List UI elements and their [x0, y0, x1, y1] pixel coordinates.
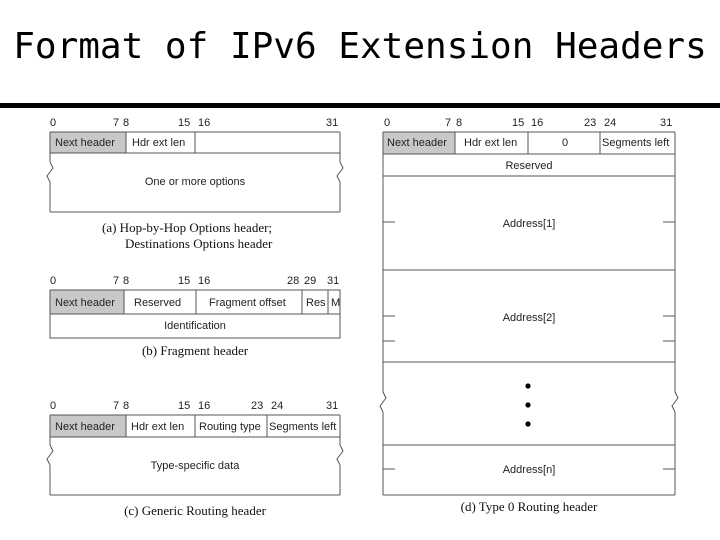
bit-label: 15 — [178, 117, 190, 129]
options-label: One or more options — [145, 176, 246, 188]
bit-label: 16 — [531, 117, 543, 129]
caption-d: (d) Type 0 Routing header — [461, 499, 598, 514]
caption-c: (c) Generic Routing header — [124, 503, 267, 518]
bit-label: 0 — [50, 117, 56, 129]
page-title: Format of IPv6 Extension Headers — [13, 26, 707, 67]
bit-label: 31 — [660, 117, 672, 129]
bit-label: 0 — [50, 275, 56, 287]
identification-label: Identification — [164, 320, 226, 332]
bit-label: 23 — [251, 400, 263, 412]
bit-label: 0 — [50, 400, 56, 412]
ellipsis-dot — [525, 383, 531, 389]
bit-label: 0 — [384, 117, 390, 129]
routing-type-label: Routing type — [199, 421, 261, 433]
bit-label: 29 — [304, 275, 316, 287]
next-header-label: Next header — [387, 137, 447, 149]
address-n-label: Address[n] — [503, 464, 556, 476]
caption-a-line1: (a) Hop-by-Hop Options header; — [102, 220, 272, 235]
address-1-label: Address[1] — [503, 218, 556, 230]
bit-label: 16 — [198, 400, 210, 412]
bit-label: 15 — [178, 275, 190, 287]
type-specific-data-label: Type-specific data — [151, 460, 241, 472]
bit-label: 8 — [123, 117, 129, 129]
title-divider — [0, 103, 720, 108]
next-header-field-d — [383, 132, 455, 154]
bit-label: 8 — [123, 275, 129, 287]
caption-a-line2: Destinations Options header — [125, 236, 273, 251]
hdr-ext-len-label: Hdr ext len — [464, 137, 517, 149]
hdr-ext-len-label: Hdr ext len — [132, 137, 185, 149]
caption-b: (b) Fragment header — [142, 343, 249, 358]
bit-label: 15 — [512, 117, 524, 129]
ellipsis-dot — [525, 421, 531, 427]
bit-label: 7 — [445, 117, 451, 129]
bit-label: 8 — [123, 400, 129, 412]
diagram-b — [49, 289, 341, 339]
reserved-label: Reserved — [134, 297, 181, 309]
reserved-label: Reserved — [505, 160, 552, 172]
hdr-ext-len-label: Hdr ext len — [131, 421, 184, 433]
bit-label: 24 — [604, 117, 616, 129]
bit-label: 28 — [287, 275, 299, 287]
next-header-label: Next header — [55, 421, 115, 433]
bit-label: 31 — [326, 117, 338, 129]
segments-left-label: Segments left — [269, 421, 336, 433]
next-header-label: Next header — [55, 137, 115, 149]
bit-label: 16 — [198, 117, 210, 129]
res-label: Res — [306, 297, 326, 309]
ellipsis-dot — [525, 402, 531, 408]
fragment-offset-label: Fragment offset — [209, 297, 286, 309]
bit-label: 23 — [584, 117, 596, 129]
m-flag-label: M — [331, 297, 340, 309]
bit-label: 7 — [113, 117, 119, 129]
diagram-a — [46, 131, 344, 213]
bit-label: 7 — [113, 275, 119, 287]
address-2-label: Address[2] — [503, 312, 556, 324]
next-header-field-a — [50, 132, 126, 153]
bit-label: 24 — [271, 400, 283, 412]
next-header-field-b — [50, 290, 124, 314]
bit-label: 8 — [456, 117, 462, 129]
bit-label: 7 — [113, 400, 119, 412]
bit-label: 15 — [178, 400, 190, 412]
bit-label: 31 — [326, 400, 338, 412]
zero-field-label: 0 — [562, 137, 568, 149]
next-header-label: Next header — [55, 297, 115, 309]
bit-label: 31 — [327, 275, 339, 287]
diagram-d — [379, 131, 679, 496]
diagram-c — [46, 414, 344, 496]
segments-left-label: Segments left — [602, 137, 669, 149]
next-header-field-c — [50, 415, 126, 437]
bit-label: 16 — [198, 275, 210, 287]
